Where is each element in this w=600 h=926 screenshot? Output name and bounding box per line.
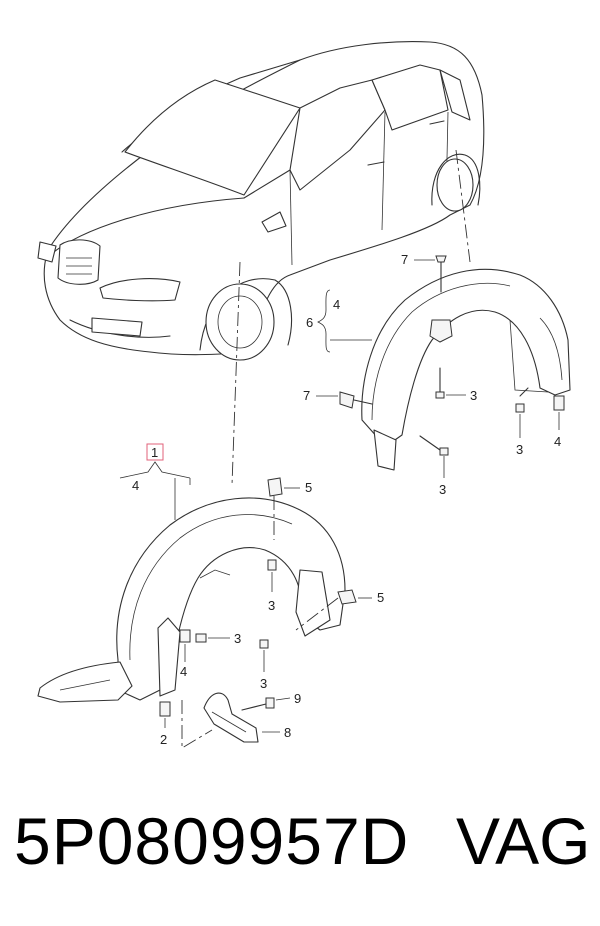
screw-7-top [435, 255, 447, 293]
part-number: 5P0809957D [14, 804, 410, 878]
label-5-right: 5 [377, 590, 384, 605]
screw-3-liner [435, 367, 445, 399]
clip-2 [159, 701, 171, 728]
label-1: 1 [151, 445, 158, 460]
label-2: 2 [160, 732, 167, 747]
car-illustration [37, 41, 485, 361]
label-4-rear: 4 [333, 297, 340, 312]
label-9: 9 [294, 691, 301, 706]
liner-clip [429, 319, 453, 343]
label-3-front-mid: 3 [234, 631, 241, 646]
leader-rear-wheel [455, 149, 471, 263]
clip-5-right [295, 589, 372, 631]
front-wheel-housing-liner [37, 497, 346, 703]
label-5-top: 5 [305, 480, 312, 495]
label-6: 6 [306, 315, 313, 330]
label-3-liner: 3 [470, 388, 477, 403]
clip-4-right [553, 395, 565, 430]
screw-7-left [339, 391, 373, 409]
clip-5-top [267, 477, 283, 540]
label-4-front: 4 [132, 478, 139, 493]
screw-3-front-low [259, 639, 269, 672]
label-3-lower-liner: 3 [439, 482, 446, 497]
label-3-front-low: 3 [260, 676, 267, 691]
bracket-8 [203, 692, 280, 743]
label-3-right: 3 [516, 442, 523, 457]
screw-3-front-top [267, 559, 277, 592]
label-8: 8 [284, 725, 291, 740]
label-7-top: 7 [401, 252, 408, 267]
label-4-front-clip: 4 [180, 664, 187, 679]
label-3-front-top: 3 [268, 598, 275, 613]
screw-3-front-mid [195, 633, 230, 643]
screw-9 [241, 697, 291, 711]
screw-3-right [515, 387, 529, 438]
leader-front-wheel [231, 261, 241, 486]
bracket-1 [119, 461, 191, 479]
label-7-left: 7 [303, 388, 310, 403]
screw-3-lower-liner [419, 435, 449, 478]
clip-4-front [179, 629, 191, 662]
rear-wheel-housing-liner [361, 268, 571, 471]
parts-diagram: 4 6 7 3 7 3 3 4 1 4 [37, 41, 571, 749]
brand-label: VAG [456, 804, 591, 878]
part-1-highlight-box [146, 443, 164, 461]
bracket-6 [317, 289, 331, 353]
label-4-right: 4 [554, 434, 561, 449]
